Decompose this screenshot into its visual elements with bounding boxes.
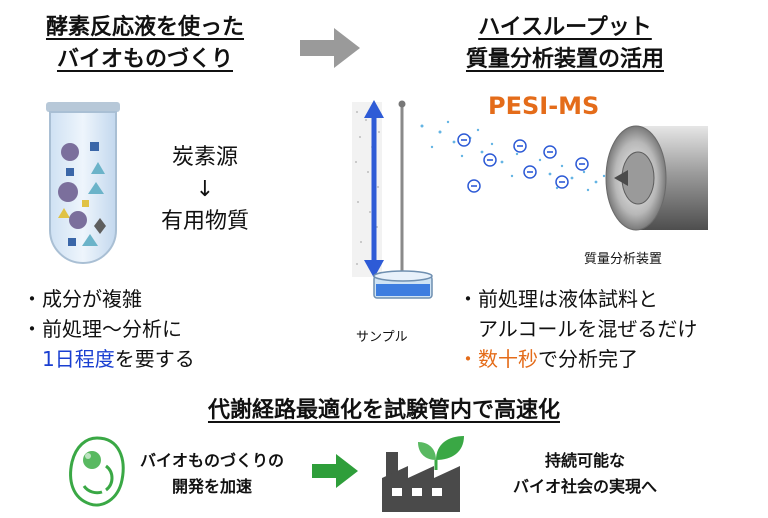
bottom-left-line2: 開発を加速 [171, 477, 252, 496]
bottom-title: 代謝経路最適化を試験管内で高速化 [0, 392, 768, 424]
left-bullet-3: 1日程度を要する [22, 344, 195, 374]
bottom-right-line1: 持続可能な [544, 451, 625, 470]
pesi-ms-label: PESI-MS [488, 92, 600, 120]
down-arrow-icon: ↓ [195, 177, 215, 202]
left-bullet-3-rest: を要する [114, 347, 195, 371]
bottom-left-line1: バイオものづくりの [139, 451, 284, 470]
left-title-line1: 酵素反応液を使った [45, 15, 244, 40]
pesi-ms-illustration [352, 92, 708, 306]
right-bullet-3-dot: ・ [458, 347, 478, 371]
right-title: ハイスループット 質量分析装置の活用 [395, 12, 735, 76]
cell-icon [62, 432, 132, 516]
left-title: 酵素反応液を使った バイオものづくり [10, 12, 280, 76]
right-bullet-3-rest: で分析完了 [538, 347, 638, 371]
tens-of-seconds-highlight: 数十秒 [478, 347, 538, 371]
right-bullet-3: ・数十秒で分析完了 [458, 344, 697, 374]
right-title-line2: 質量分析装置の活用 [465, 47, 664, 72]
right-title-line1: ハイスループット [478, 15, 652, 40]
left-title-line2: バイオものづくり [56, 47, 233, 72]
bottom-right-line2: バイオ社会の実現へ [512, 477, 657, 496]
left-bullet-1: ・成分が複雑 [22, 287, 142, 311]
top-arrow-icon [300, 28, 362, 72]
left-bullets: ・成分が複雑 ・前処理～分析に 1日程度を要する [22, 284, 195, 374]
bottom-right-text: 持続可能な バイオ社会の実現へ [490, 448, 680, 500]
right-bullets: ・前処理は液体試料と アルコールを混ぜるだけ ・数十秒で分析完了 [458, 284, 697, 374]
right-bullet-2: アルコールを混ぜるだけ [478, 317, 698, 341]
bottom-left-text: バイオものづくりの 開発を加速 [128, 448, 296, 500]
green-arrow-icon [312, 454, 358, 492]
bottom-title-text: 代謝経路最適化を試験管内で高速化 [207, 398, 560, 423]
mass-spec-label: 質量分析装置 [584, 252, 663, 267]
right-bullet-1: ・前処理は液体試料と [458, 287, 658, 311]
sample-label: サンプル [356, 330, 408, 345]
tube-reaction-text: 炭素源 ↓ 有用物質 [150, 142, 260, 238]
test-tube-icon [38, 100, 128, 274]
left-bullet-2: ・前処理～分析に [22, 317, 182, 341]
carbon-source-label: 炭素源 [171, 145, 238, 170]
one-day-highlight: 1日程度 [42, 347, 115, 371]
useful-product-label: 有用物質 [160, 209, 249, 234]
factory-icon [378, 430, 478, 516]
